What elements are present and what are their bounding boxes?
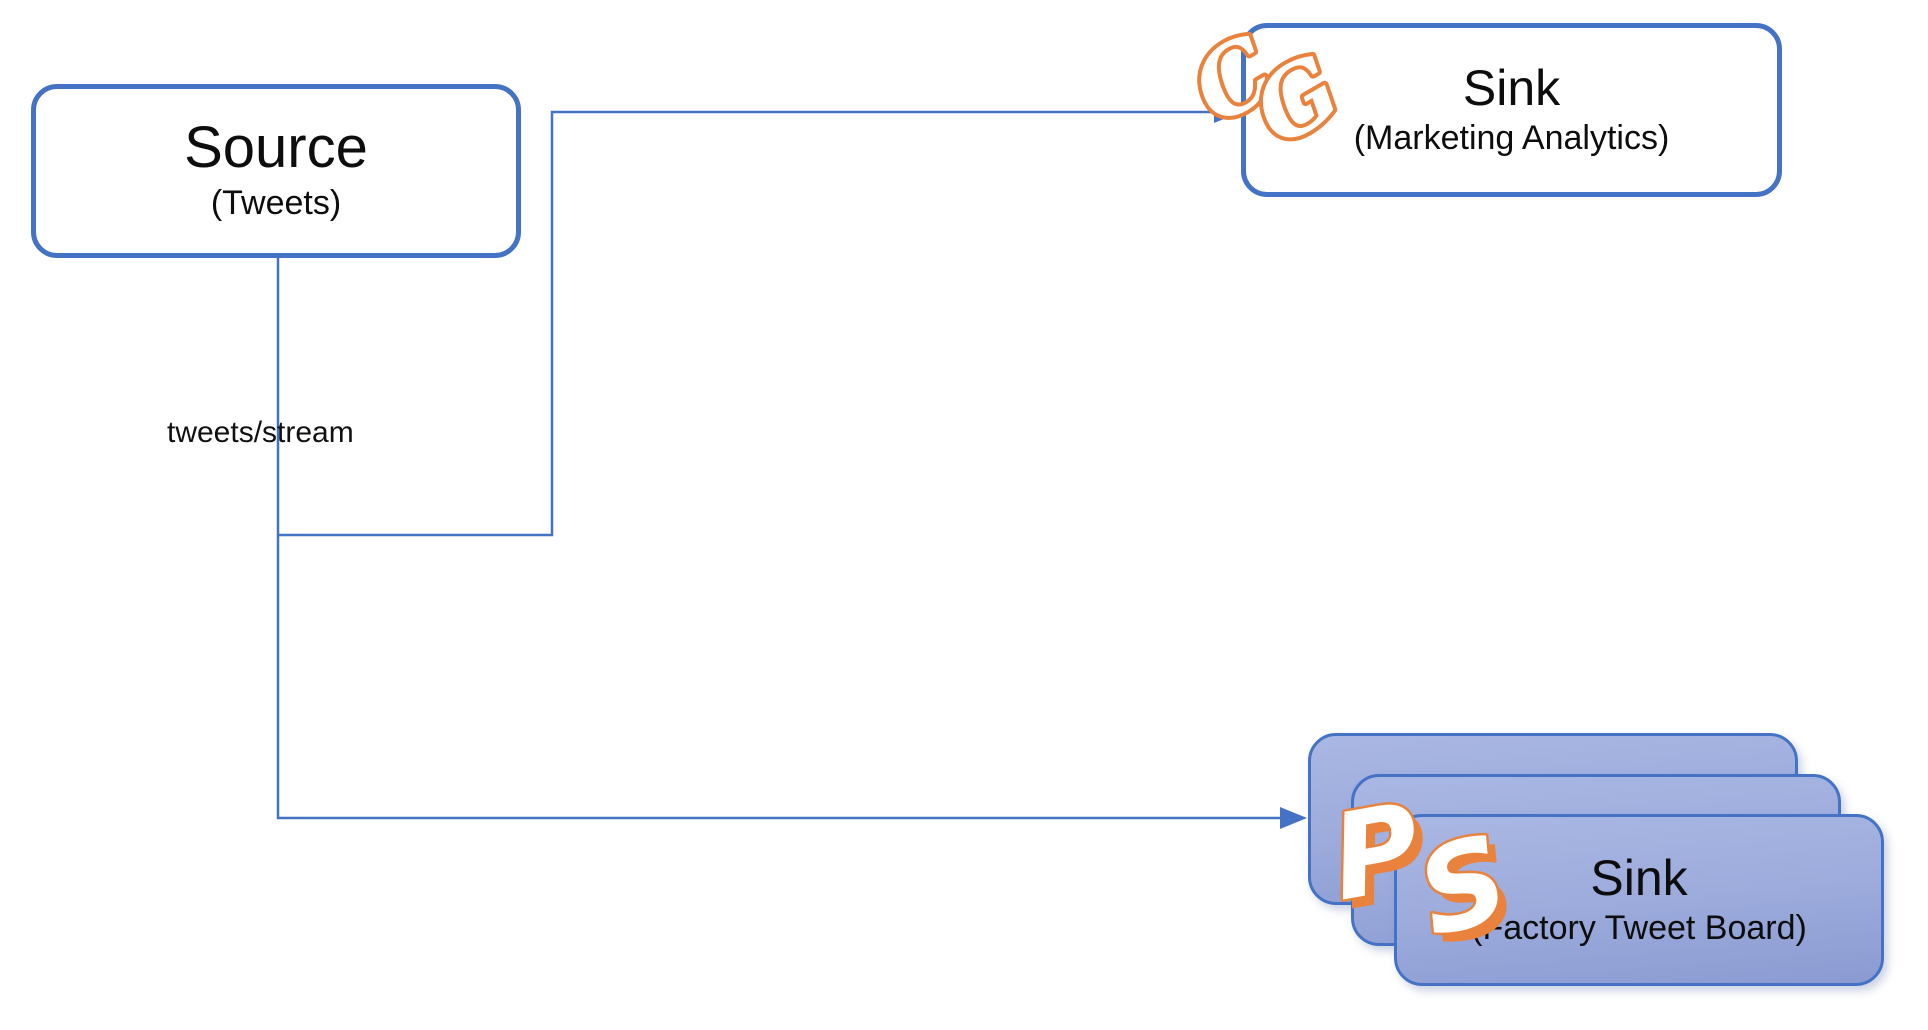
arrowhead-marketing-sink-icon <box>1214 101 1241 123</box>
arrowhead-factory-sink-icon <box>1280 807 1307 829</box>
source-title: Source <box>184 115 368 181</box>
factory-sink-card-front: Sink (Factory Tweet Board) <box>1394 814 1884 986</box>
marketing-sink-title: Sink <box>1462 59 1561 116</box>
factory-sink-title: Sink <box>1590 849 1688 906</box>
marketing-sink-subtitle: (Marketing Analytics) <box>1353 118 1670 157</box>
marketing-sink-node: Sink (Marketing Analytics) <box>1241 23 1782 197</box>
edge-label-tweets-stream: tweets/stream <box>167 416 354 449</box>
source-node: Source (Tweets) <box>31 84 521 258</box>
edge-source-to-factory-sink <box>276 250 1283 820</box>
source-subtitle: (Tweets) <box>210 184 342 223</box>
factory-sink-subtitle: (Factory Tweet Board) <box>1471 908 1807 947</box>
